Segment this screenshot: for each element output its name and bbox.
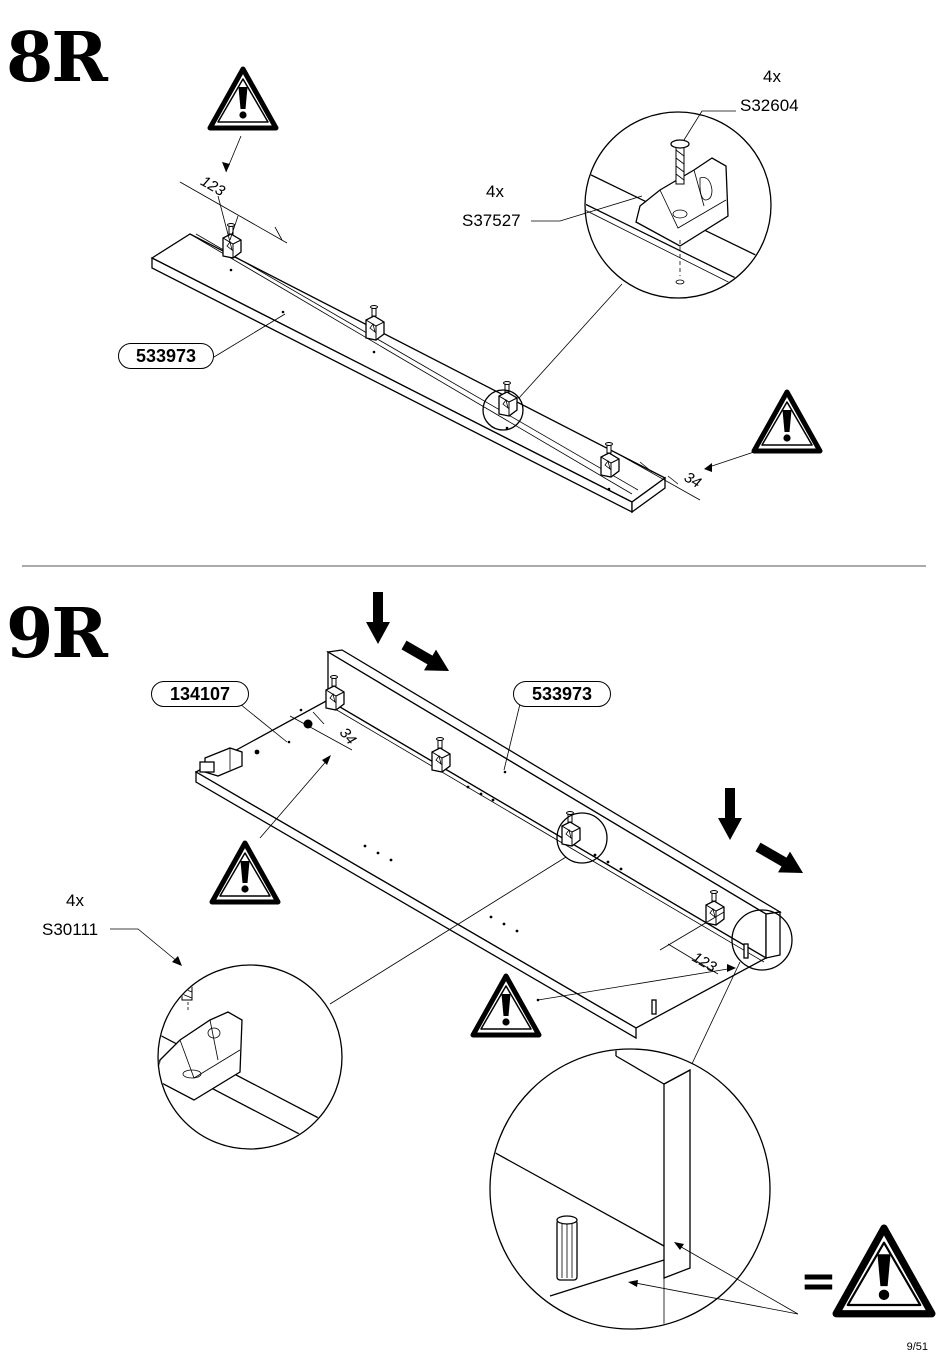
detail-circle-9r-left xyxy=(157,964,343,1150)
arrow-diagonal-icon xyxy=(752,836,810,884)
warning-icon xyxy=(210,69,276,128)
part-badge-533973-9r: 533973 xyxy=(513,681,611,707)
detail-circle-8r xyxy=(584,111,772,299)
dimension-34-8r: 34 xyxy=(619,454,704,501)
equals-symbol: = xyxy=(800,1256,837,1307)
latch-9r xyxy=(199,747,243,777)
screw-code-8r: S32604 xyxy=(740,96,799,115)
bracket-8r-2 xyxy=(365,304,385,341)
page-number: 9/51 xyxy=(906,1341,928,1353)
svg-text:123: 123 xyxy=(198,173,229,201)
svg-text:34: 34 xyxy=(681,469,704,492)
part-badge-533973-8r: 533973 xyxy=(118,343,214,369)
arrow-down-icon xyxy=(366,592,390,644)
warning-icon xyxy=(754,392,820,451)
bracket-8r-1 xyxy=(222,222,242,259)
warning-icon xyxy=(212,843,278,902)
screw-code-9r: S30111 xyxy=(42,920,99,939)
detail-circle-9r-right xyxy=(489,1048,771,1330)
board-8r xyxy=(150,233,667,514)
step-number-8r: 8R xyxy=(6,18,108,98)
bracket-code-8r: S37527 xyxy=(462,211,521,230)
step-number-9r: 9R xyxy=(6,594,108,674)
screw-qty-9r: 4x xyxy=(66,891,84,910)
bracket-8r-3 xyxy=(498,380,518,417)
screw-qty-8r: 4x xyxy=(763,67,781,86)
warning-icon xyxy=(836,1228,932,1314)
board-9r-bottom xyxy=(194,699,768,1040)
warning-icon xyxy=(473,976,539,1035)
bracket-qty-8r: 4x xyxy=(486,182,504,201)
arrow-down-icon xyxy=(718,788,742,840)
part-badge-134107-9r: 134107 xyxy=(151,681,249,707)
arrow-diagonal-icon xyxy=(398,634,456,682)
